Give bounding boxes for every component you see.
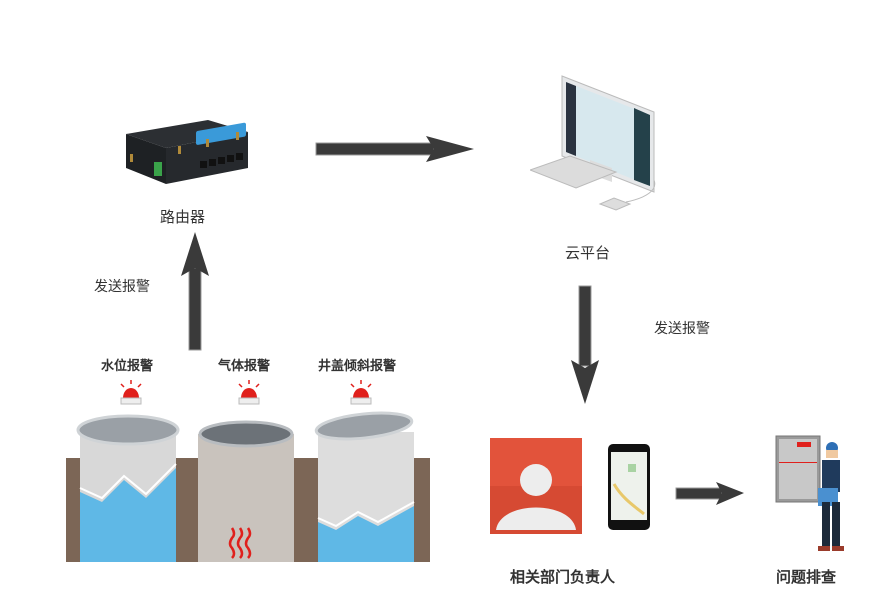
- alarm-label-cover-tilt: 井盖倾斜报警: [318, 359, 397, 374]
- technician-icon: [775, 435, 844, 551]
- smartphone-icon: [608, 444, 650, 530]
- router-icon: [126, 120, 248, 184]
- manhole-gas: [198, 420, 294, 562]
- arrow-contact-to-troubleshoot: [675, 482, 744, 505]
- avatar-icon: [490, 438, 582, 534]
- manhole-scene: [66, 411, 430, 562]
- alarm-light-icon: [120, 380, 142, 405]
- alarm-label-gas: 气体报警: [218, 359, 271, 374]
- alarm-light-icon: [350, 380, 372, 405]
- troubleshoot-label: 问题排查: [776, 568, 837, 586]
- alarm-label-water-level: 水位报警: [101, 359, 154, 374]
- cloud-label: 云平台: [565, 244, 611, 262]
- computer-icon: [528, 75, 656, 211]
- router-node: [118, 112, 258, 192]
- arrow-router-to-cloud: [315, 136, 474, 162]
- alarm-light-icon: [238, 380, 260, 405]
- manhole-water-level: [76, 414, 180, 562]
- contact-node: [490, 436, 650, 536]
- manhole-cover-tilt: [314, 411, 415, 562]
- edge-label-cloud-to-contact: 发送报警: [654, 321, 710, 337]
- troubleshoot-node: [772, 432, 852, 556]
- contact-label: 相关部门负责人: [510, 568, 616, 586]
- arrow-cloud-to-contact: [571, 285, 599, 404]
- edge-label-sensors-to-router: 发送报警: [94, 279, 150, 295]
- cloud-node: [528, 70, 660, 220]
- arrow-sensors-to-router: [181, 232, 209, 351]
- router-label: 路由器: [160, 208, 206, 226]
